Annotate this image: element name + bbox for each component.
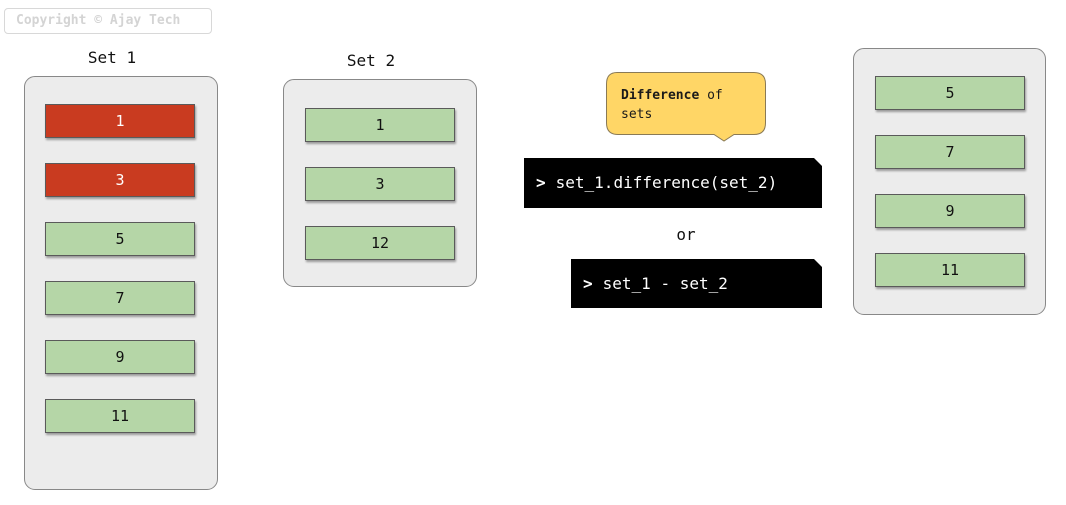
set1-item: 1 <box>45 104 195 138</box>
code-snippet-minus: > set_1 - set_2 <box>571 259 822 308</box>
set2-item: 1 <box>305 108 455 142</box>
callout-rest-text: of sets <box>621 88 723 122</box>
code-text: set_1 - set_2 <box>602 274 728 293</box>
result-item: 5 <box>875 76 1025 110</box>
callout-bubble-shape <box>606 72 766 142</box>
prompt-chevron-icon: > <box>536 173 546 192</box>
or-label: or <box>676 225 696 244</box>
set1-panel: 1 3 5 7 9 11 <box>24 76 218 490</box>
set2-item: 12 <box>305 226 455 260</box>
set1-item: 11 <box>45 399 195 433</box>
set1-title: Set 1 <box>87 48 137 67</box>
set2-panel: 1 3 12 <box>283 79 477 287</box>
prompt-chevron-icon: > <box>583 274 593 293</box>
code-snippet-difference: > set_1.difference(set_2) <box>524 158 822 208</box>
difference-callout: Difference of sets <box>606 72 766 142</box>
set2-item: 3 <box>305 167 455 201</box>
set1-item: 3 <box>45 163 195 197</box>
result-item: 9 <box>875 194 1025 228</box>
result-item: 7 <box>875 135 1025 169</box>
set2-title: Set 2 <box>346 51 396 70</box>
copyright-label: Copyright © Ajay Tech <box>4 8 212 34</box>
callout-text: Difference of sets <box>621 86 756 124</box>
result-item: 11 <box>875 253 1025 287</box>
result-panel: 5 7 9 11 <box>853 48 1046 315</box>
set1-item: 9 <box>45 340 195 374</box>
set1-item: 5 <box>45 222 195 256</box>
callout-bold-text: Difference <box>621 88 700 103</box>
set1-item: 7 <box>45 281 195 315</box>
code-text: set_1.difference(set_2) <box>555 173 778 192</box>
